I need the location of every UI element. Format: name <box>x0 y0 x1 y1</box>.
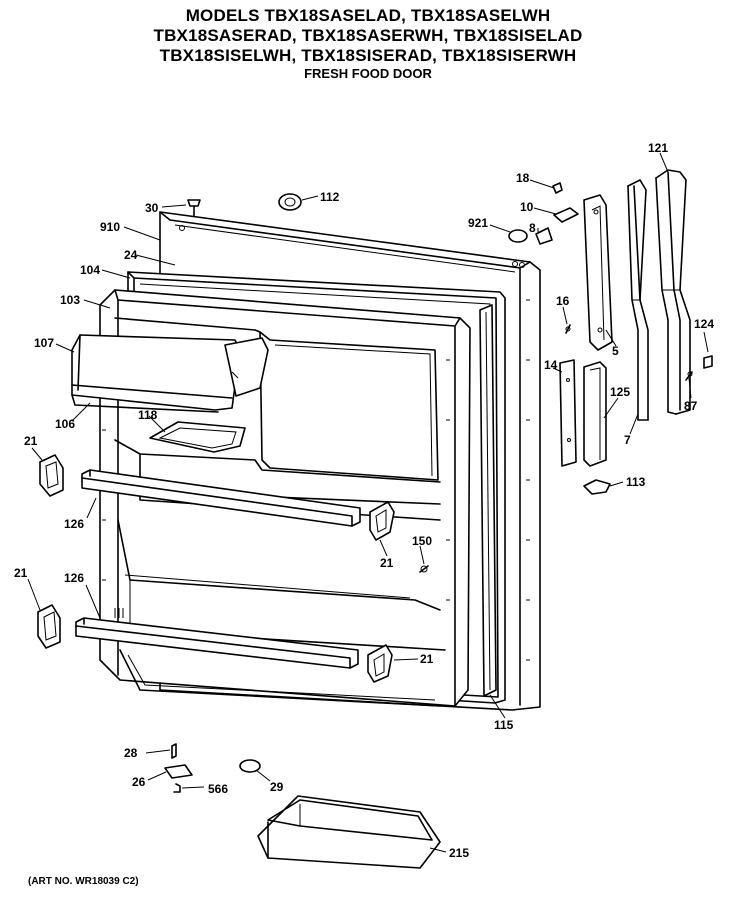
callout-115: 115 <box>494 718 514 732</box>
egg-tray <box>149 421 246 453</box>
title-line-3: TBX18SISELWH, TBX18SISERAD, TBX18SISERWH <box>159 46 577 65</box>
callout-21-upper-right: 21 <box>380 556 394 570</box>
hinge-rod-121 <box>655 169 691 415</box>
title-line-1: MODELS TBX18SASELAD, TBX18SASELWH <box>185 6 551 25</box>
callout-21-upper-left: 21 <box>24 434 38 448</box>
callout-126-upper: 126 <box>64 517 84 531</box>
shelf-rail-upper <box>81 469 361 527</box>
callout-29: 29 <box>270 780 284 794</box>
title-line-2: TBX18SASERAD, TBX18SASERWH, TBX18SISELAD <box>153 26 583 45</box>
callout-28: 28 <box>124 746 138 760</box>
art-number: (ART NO. WR18039 C2) <box>28 876 139 887</box>
callout-106: 106 <box>55 417 75 431</box>
subtitle: FRESH FOOD DOOR <box>304 66 432 81</box>
callout-labels: 30 112 910 24 104 103 107 106 118 21 126… <box>14 141 714 860</box>
screw-30 <box>187 199 201 217</box>
hinge-rod-7 <box>627 179 649 421</box>
callout-16: 16 <box>556 294 570 308</box>
bottom-small-parts <box>164 743 261 793</box>
door-stop-125 <box>583 361 607 467</box>
door-bin <box>257 795 441 869</box>
callout-118: 118 <box>138 408 158 422</box>
callout-7: 7 <box>624 433 631 447</box>
callout-150: 150 <box>412 534 432 548</box>
door-stop-14 <box>559 359 577 467</box>
clip-150 <box>419 565 429 573</box>
callout-10: 10 <box>520 200 534 214</box>
callout-21-lower-left: 21 <box>14 566 28 580</box>
callout-910: 910 <box>100 220 120 234</box>
callout-126-lower: 126 <box>64 571 84 585</box>
callout-26: 26 <box>132 775 146 789</box>
callout-8: 8 <box>529 221 536 235</box>
callout-124: 124 <box>694 317 714 331</box>
callout-18: 18 <box>516 171 530 185</box>
callout-103: 103 <box>60 293 80 307</box>
leader-lines <box>27 152 709 853</box>
shelf-end-cap <box>37 454 395 683</box>
callout-14: 14 <box>544 358 558 372</box>
callout-104: 104 <box>80 263 100 277</box>
callout-125: 125 <box>610 385 630 399</box>
callout-921: 921 <box>468 216 488 230</box>
dairy-compartment <box>71 334 269 413</box>
callout-5: 5 <box>612 344 619 358</box>
shelf-rail-lower <box>75 617 359 669</box>
callout-21-lower-right: 21 <box>420 652 434 666</box>
callout-107: 107 <box>34 336 54 350</box>
callout-113: 113 <box>626 475 646 489</box>
callout-215: 215 <box>449 846 469 860</box>
gasket-strip <box>479 304 497 697</box>
callout-121: 121 <box>648 141 668 155</box>
callout-112: 112 <box>320 190 340 204</box>
plug-112 <box>278 193 302 211</box>
callout-30: 30 <box>145 201 159 215</box>
callout-24: 24 <box>124 248 138 262</box>
callout-87: 87 <box>684 399 698 413</box>
small-parts-right <box>508 182 713 495</box>
callout-566: 566 <box>208 782 228 796</box>
title-block: MODELS TBX18SASELAD, TBX18SASELWH TBX18S… <box>0 6 736 82</box>
hinge-bracket-5 <box>583 194 613 351</box>
